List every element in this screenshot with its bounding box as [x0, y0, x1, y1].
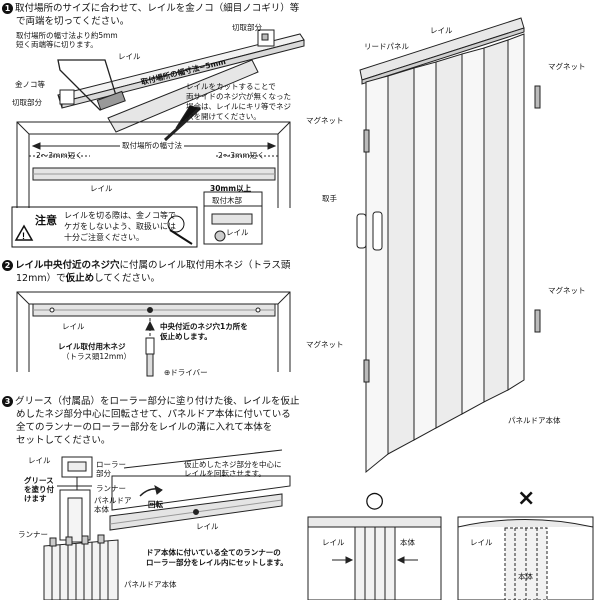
step2-screw-sub: （トラス頭12mm） — [62, 352, 132, 361]
right-magnet-bl: マグネット — [306, 340, 344, 349]
step3-roller-drawing — [57, 456, 93, 543]
step2-text-a: に付属のレイル取付用木ネジ（トラス頭 — [119, 260, 291, 271]
step1-rail-drawing — [57, 29, 305, 142]
compare-bad-rail: レイル — [470, 538, 493, 547]
step2-text-b: 12mm）で — [16, 273, 66, 284]
step1-cut-part-left: 切取部分 — [12, 98, 42, 107]
compare-good-symbol: ○ — [365, 488, 385, 513]
step1-text-b: で両端を切ってください。 — [16, 16, 130, 27]
step2-number: 2 — [2, 260, 13, 271]
step1-note-line2: 短く両端等に切ります。 — [16, 40, 98, 49]
step3-grease-3: けます — [24, 494, 47, 503]
step3-rotate-note-1: 仮止めしたネジ部分を中心に — [184, 460, 282, 469]
step2-center-note-2: 仮止めします。 — [160, 332, 212, 341]
step3-runner: ランナー — [18, 530, 48, 539]
step3-door-drawing — [43, 534, 119, 600]
main-door-drawing — [356, 17, 541, 474]
right-magnet-tr: マグネット — [548, 62, 586, 71]
step1-rail-small: レイル — [226, 228, 249, 237]
step1-mount-part: 取付木部 — [212, 196, 242, 205]
step3-body-small: パネルドア 本体 — [94, 496, 132, 514]
caution-icon: ! — [14, 224, 34, 241]
step2-rail-label: レイル — [62, 322, 85, 331]
step1-note: 取付場所の幅寸法より約5mm 短く両端等に切ります。 — [16, 31, 118, 49]
step3-set-note-2: ローラー部分をレイル内にセットします。 — [146, 558, 288, 567]
step1-short-left: 2〜3mm短く — [36, 151, 83, 160]
caution-line-1: レイルを切る際は、金ノコ等で — [64, 211, 176, 220]
compare-good-body: 本体 — [400, 538, 415, 547]
right-rail-label: レイル — [430, 26, 453, 35]
compare-bad-drawing — [457, 516, 594, 600]
step3-rotate-note-2: レイルを回転させます。 — [184, 469, 266, 478]
step1-rail-label: レイル — [118, 52, 141, 61]
step1-saw-label: 金ノコ等 — [15, 80, 45, 89]
step1-short-right: 2〜3mm短く — [218, 151, 265, 160]
compare-bad-body: 本体 — [518, 572, 533, 581]
compare-good-drawing — [307, 516, 442, 600]
caution-line-2: ケガをしないよう、取扱いには — [64, 222, 176, 231]
step3-number: 3 — [2, 396, 13, 407]
step3-set-note: ドア本体に付いている全てのランナーの ローラー部分をレイル内にセットします。 — [146, 548, 288, 568]
caution-box — [11, 206, 198, 248]
step2-text-bold-b: 仮止め — [65, 273, 95, 284]
step3-body: パネルドア本体 — [124, 580, 177, 589]
step2-text-bold-a: レイル中央付近のネジ穴 — [15, 260, 120, 271]
step1-over30: 30mm以上 — [210, 184, 252, 193]
step1-note-line1: 取付場所の幅寸法より約5mm — [16, 31, 118, 40]
caution-text: レイルを切る際は、金ノコ等で ケガをしないよう、取扱いには 十分ご注意ください。 — [64, 210, 176, 243]
saw-icon — [167, 215, 193, 245]
step1-side-note-2: 両サイドのネジ穴が無くなった — [186, 92, 291, 101]
step3-rail-label: レイル — [196, 522, 219, 531]
step1-number: 1 — [2, 3, 13, 14]
svg-text:!: ! — [22, 231, 25, 241]
step3-runner-small: ランナー — [96, 484, 126, 493]
step3-line-1: グリース（付属品）をローラー部分に塗り付けた後、レイルを仮止 — [15, 396, 300, 407]
step2-center-note: 中央付近のネジ穴1カ所を 仮止めします。 — [160, 322, 248, 342]
step3-rail-rotation-drawing — [109, 449, 291, 531]
step1-text-a: 取付場所のサイズに合わせて、レイルを金ノコ（細目ノコギリ）等 — [15, 3, 300, 14]
step2-center-note-1: 中央付近のネジ穴1カ所を — [160, 322, 248, 331]
step3-rotate: 回転 — [148, 500, 163, 509]
caution-title: 注意 — [35, 214, 57, 227]
step3-grease-2: を塗り付 — [24, 485, 54, 494]
right-handle: 取手 — [322, 194, 337, 203]
step1-side-note-1: レイルをカットすることで — [186, 82, 276, 91]
step3-grease-label: グリース を塗り付 けます — [24, 476, 54, 503]
step3-roller-1: ローラー — [96, 460, 126, 469]
step1-frame-drawing — [16, 121, 291, 245]
step3-body-small-2: 本体 — [94, 505, 109, 514]
step3-roller-label: ローラー 部分 — [96, 460, 126, 478]
step1-rail-label2: レイル — [90, 184, 113, 193]
right-magnet-tl: マグネット — [306, 116, 344, 125]
step2-driver: ⊕ドライバー — [164, 368, 208, 377]
step3-line-2: めしたネジ部分中心に回転させて、パネルドア本体に付いている — [16, 409, 291, 420]
step3-set-note-1: ドア本体に付いている全てのランナーの — [146, 548, 281, 557]
step2-frame-drawing — [16, 291, 291, 377]
step1-cut-part-top: 切取部分 — [232, 23, 262, 32]
step3-line-3: 全てのランナーのローラー部分をレイルの溝に入れて本体を — [16, 422, 273, 433]
step3-roller-2: 部分 — [96, 469, 111, 478]
step2-text-c: してください。 — [94, 273, 161, 284]
step1-side-note-3: 場合は、レイルにキリ等でネジ — [186, 102, 291, 111]
step3-grease-1: グリース — [24, 476, 54, 485]
step1-side-note: レイルをカットすることで 両サイドのネジ穴が無くなった 場合は、レイルにキリ等で… — [186, 82, 291, 122]
right-lead-panel: リードパネル — [364, 42, 409, 51]
right-body: パネルドア本体 — [508, 416, 561, 425]
step2-screw-title: レイル取付用木ネジ — [58, 342, 126, 351]
compare-good-rail: レイル — [322, 538, 345, 547]
step3-line-4: セットしてください。 — [16, 435, 111, 446]
step1-side-note-4: 穴を開けてください。 — [186, 112, 261, 121]
right-magnet-mr: マグネット — [548, 286, 586, 295]
step3-rail-small: レイル — [28, 456, 51, 465]
step1-width-label: 取付場所の幅寸法 — [120, 141, 184, 150]
step3-body-small-1: パネルドア — [94, 496, 132, 505]
compare-bad-symbol: × — [517, 486, 536, 511]
step3-rotate-note: 仮止めしたネジ部分を中心に レイルを回転させます。 — [184, 460, 282, 478]
caution-line-3: 十分ご注意ください。 — [64, 233, 144, 242]
